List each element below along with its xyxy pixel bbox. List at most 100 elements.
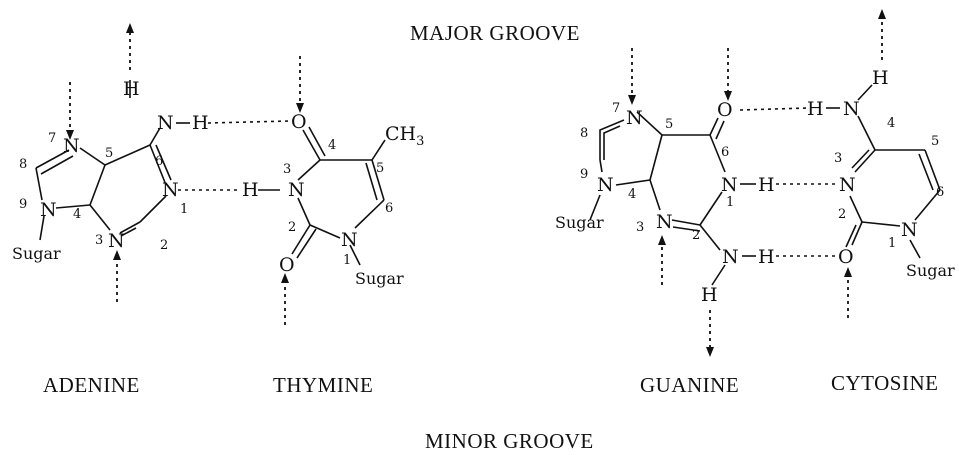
bond <box>709 134 726 173</box>
guanine-name: GUANINE <box>640 373 739 397</box>
thymine-structure: O N H N O CH3 Sugar 4 5 3 6 2 1 <box>242 56 424 325</box>
adenine-sugar-label: Sugar <box>12 244 61 263</box>
bond <box>371 159 385 201</box>
guanine-number: 2 <box>692 228 700 243</box>
cytosine-number: 4 <box>887 116 895 131</box>
thymine-number: 2 <box>288 220 296 235</box>
guanine-atom-n3: N <box>656 211 673 233</box>
bond <box>291 224 311 255</box>
adenine-number: 6 <box>155 154 163 169</box>
bond <box>365 162 378 201</box>
adenine-structure: N N N N N H Sugar 7 8 9 4 5 6 3 2 1 H <box>12 23 291 302</box>
adenine-number: 2 <box>160 238 168 253</box>
hydrogen-bond <box>207 120 291 124</box>
bond <box>649 179 661 211</box>
adenine-number: 3 <box>95 233 103 248</box>
bond <box>120 227 137 237</box>
cytosine-number: 6 <box>936 185 944 200</box>
adenine-atom-n6: N <box>157 112 174 134</box>
bond <box>139 195 167 223</box>
bond <box>35 149 70 169</box>
bond <box>671 219 701 226</box>
thymine-sugar-label: Sugar <box>355 269 404 288</box>
guanine-number: 3 <box>636 220 644 235</box>
cytosine-number: 1 <box>888 236 896 251</box>
bond <box>854 149 876 173</box>
bond <box>849 195 863 223</box>
bond <box>709 117 719 136</box>
guanine-atom-h1: H <box>758 174 775 196</box>
bond <box>924 149 941 191</box>
cytosine-atom-h4b: H <box>872 67 889 89</box>
thymine-atom-o2: O <box>279 254 295 276</box>
guanine-number: 1 <box>726 195 734 210</box>
bond <box>851 221 863 246</box>
bond <box>371 139 386 161</box>
bond <box>297 197 311 226</box>
bond <box>349 244 361 266</box>
guanine-number: 4 <box>628 187 636 202</box>
guanine-atom-n7: N <box>626 107 643 129</box>
bond <box>599 159 603 173</box>
guanine-atom-n9: N <box>597 174 614 196</box>
thymine-methyl: CH3 <box>385 123 424 149</box>
bond <box>155 144 172 181</box>
adenine-number: 4 <box>73 207 81 222</box>
bond <box>909 239 921 259</box>
adenine-atom-n9: N <box>40 199 57 221</box>
guanine-number: 9 <box>580 167 588 182</box>
bond <box>603 125 621 160</box>
bond <box>149 144 167 186</box>
bond <box>55 204 91 209</box>
bond <box>857 115 876 151</box>
bond <box>699 224 721 251</box>
hydrogen-bond <box>739 107 809 111</box>
cytosine-structure: N H H N N O Sugar 4 5 3 6 2 1 <box>807 9 955 318</box>
bond <box>672 226 701 232</box>
adenine-number: 7 <box>48 131 56 146</box>
thymine-number: 1 <box>343 253 351 268</box>
adenine-atom-h6-major: H <box>123 78 140 100</box>
thymine-number: 4 <box>328 138 336 153</box>
adenine-atom-n1: N <box>162 179 179 201</box>
thymine-name: THYMINE <box>273 373 373 397</box>
bond <box>918 153 934 191</box>
bond <box>354 199 385 229</box>
bond <box>89 204 111 231</box>
bond <box>715 120 725 140</box>
bond <box>35 167 43 201</box>
cytosine-atom-h4a: H <box>807 98 824 120</box>
cytosine-atom-n3: N <box>839 174 856 196</box>
thymine-number: 3 <box>283 162 291 177</box>
guanine-atom-h2b: H <box>701 284 718 306</box>
adenine-number: 9 <box>19 197 27 212</box>
bond <box>589 194 601 221</box>
bond <box>309 224 341 239</box>
cytosine-atom-n1: N <box>901 219 918 241</box>
thymine-atom-h3: H <box>242 179 259 201</box>
thymine-number: 5 <box>376 161 384 176</box>
cytosine-name: CYTOSINE <box>831 371 938 395</box>
guanine-atom-h2a: H <box>758 246 775 268</box>
adenine-atom-n7: N <box>63 135 80 157</box>
bond <box>711 264 726 286</box>
bond <box>857 84 873 101</box>
bond <box>699 191 723 226</box>
major-groove-label: MAJOR GROOVE <box>410 21 580 45</box>
thymine-atom-n1: N <box>341 229 358 251</box>
cytosine-number: 5 <box>931 134 939 149</box>
adenine-name: ADENINE <box>43 373 140 397</box>
bond <box>302 129 321 161</box>
cytosine-number: 3 <box>834 151 842 166</box>
cytosine-sugar-label: Sugar <box>906 261 955 280</box>
adenine-number: 5 <box>105 146 113 161</box>
bond <box>851 149 870 169</box>
bond <box>119 221 141 234</box>
guanine-number: 6 <box>721 145 729 160</box>
bond <box>104 144 151 166</box>
bond <box>845 224 857 248</box>
adenine-atom-h6: H <box>192 112 209 134</box>
thymine-atom-o4: O <box>291 111 307 133</box>
